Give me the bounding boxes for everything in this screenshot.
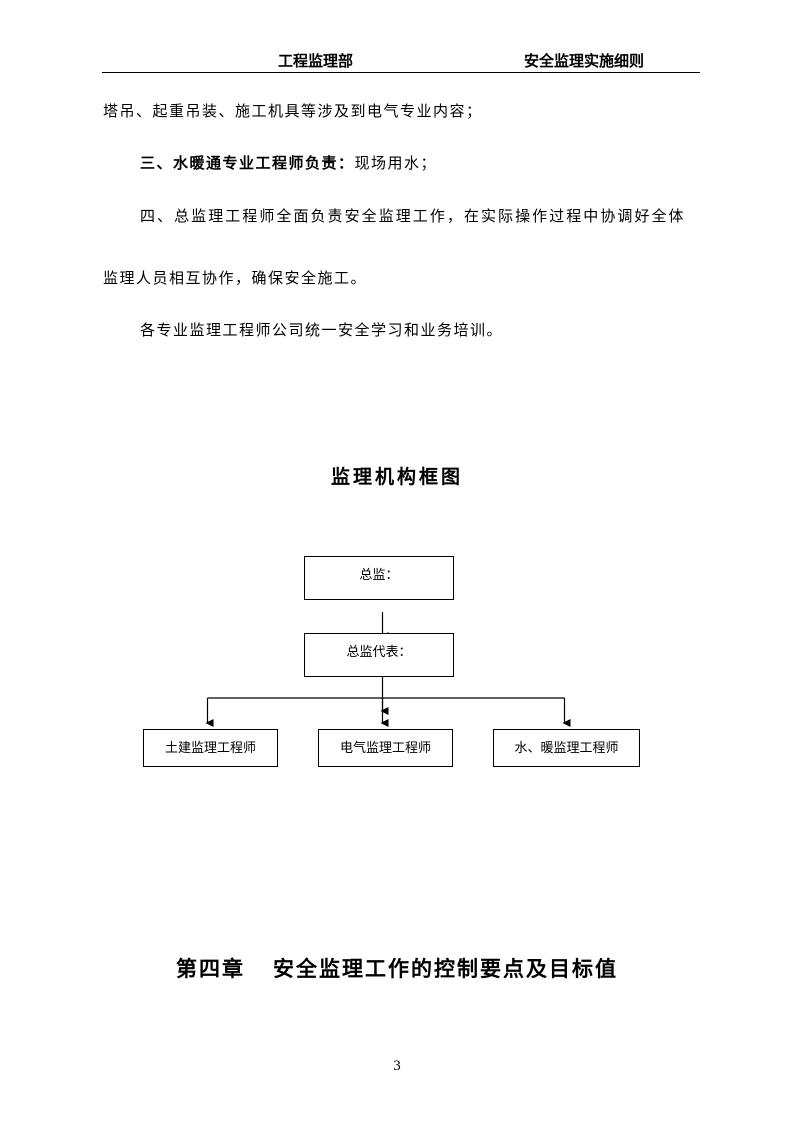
- org-box-chief-supervisor: 总监：: [304, 556, 454, 600]
- header-department: 工程监理部: [278, 52, 354, 70]
- org-box-chief-representative: 总监代表：: [304, 633, 454, 677]
- header-rule: [102, 72, 700, 73]
- page-number: 3: [393, 1058, 401, 1074]
- header-document-title: 安全监理实施细则: [524, 52, 645, 70]
- paragraph-electrical-scope: 塔吊、起重吊装、施工机具等涉及到电气专业内容；: [103, 102, 483, 120]
- org-box-hvac-engineer: 水、暖监理工程师: [493, 729, 640, 767]
- paragraph-chief-supervisor-line1: 四、总监理工程师全面负责安全监理工作，在实际操作过程中协调好全体: [140, 207, 686, 225]
- org-box-civil-engineer: 土建监理工程师: [143, 729, 278, 767]
- paragraph-chief-supervisor-line2: 监理人员相互协作，确保安全施工。: [103, 269, 368, 287]
- diagram-title: 监理机构框图: [330, 466, 463, 488]
- hvac-engineer-duty: 现场用水；: [354, 154, 438, 172]
- hvac-engineer-heading: 三、水暖通专业工程师负责：: [140, 154, 355, 172]
- org-box-electrical-engineer: 电气监理工程师: [318, 729, 453, 767]
- paragraph-hvac-engineer: 三、水暖通专业工程师负责：现场用水；: [140, 152, 437, 173]
- paragraph-training: 各专业监理工程师公司统一安全学习和业务培训。: [140, 321, 504, 339]
- chapter-heading: 第四章 安全监理工作的控制要点及目标值: [176, 957, 618, 981]
